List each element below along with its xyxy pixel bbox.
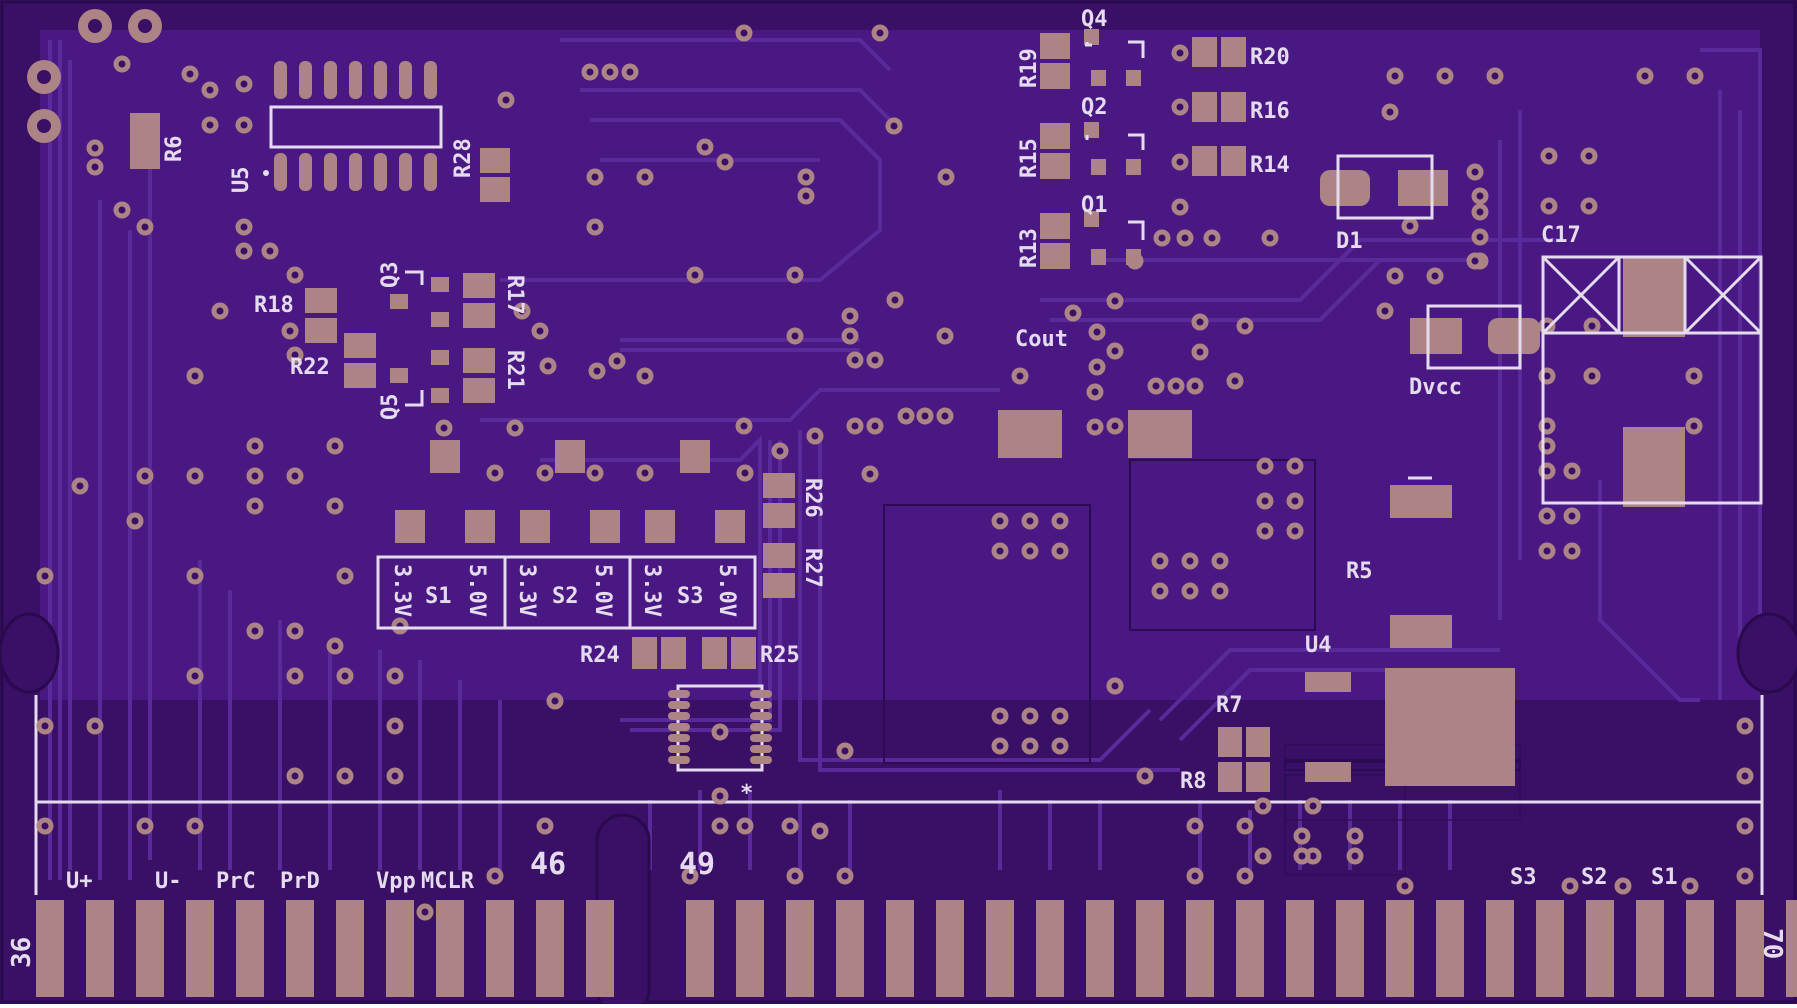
label-r26: R26 (800, 478, 825, 518)
u5-chip (263, 61, 443, 191)
label-prd: PrD (280, 869, 320, 894)
label-s2-50v: 5.0V (590, 564, 615, 617)
crystal-chip (668, 684, 772, 772)
label-r16: R16 (1250, 99, 1290, 124)
label-s3-50v: 5.0V (714, 564, 739, 617)
smd-pads (130, 29, 1685, 792)
label-u5: U5 (229, 167, 254, 194)
label-q3: Q3 (378, 262, 403, 289)
label-s1-50v: 5.0V (464, 564, 489, 617)
label-pin46: 46 (530, 847, 566, 882)
traces (48, 38, 1762, 880)
label-cout: Cout (1015, 327, 1068, 352)
label-r25: R25 (760, 643, 800, 668)
label-c17: C17 (1541, 223, 1581, 248)
label-uminus: U- (155, 869, 182, 894)
label-pin36: 36 (7, 937, 37, 968)
label-mclr: MCLR (421, 869, 475, 894)
label-dvcc: Dvcc (1409, 375, 1462, 400)
label-r21: R21 (502, 350, 527, 390)
label-r7: R7 (1216, 693, 1243, 718)
label-s2b: S2 (1581, 865, 1608, 890)
label-s2: S2 (552, 584, 579, 609)
label-r18: R18 (254, 293, 294, 318)
label-r19: R19 (1017, 48, 1042, 88)
label-r15: R15 (1017, 138, 1042, 178)
label-r5: R5 (1346, 559, 1373, 584)
vias (36, 24, 1754, 921)
label-r17: R17 (502, 275, 527, 315)
label-s2-33v: 3.3V (514, 564, 539, 617)
label-s1b: S1 (1651, 865, 1678, 890)
label-r20: R20 (1250, 45, 1290, 70)
label-s3b: S3 (1510, 865, 1537, 890)
label-star: * (740, 781, 753, 806)
label-r14: R14 (1250, 153, 1290, 178)
silkscreen-text: U5 R6 R28 Q4 R19 R20 Q2 R15 R16 R14 Q1 R… (7, 7, 1787, 968)
silkscreen-outlines (376, 40, 1763, 630)
label-s3-33v: 3.3V (639, 564, 664, 617)
mounting-holes (27, 9, 162, 143)
edge-connector-fingers (36, 900, 1797, 997)
label-s1: S1 (425, 584, 452, 609)
label-vpp: Vpp (376, 869, 416, 894)
label-q2: Q2 (1081, 95, 1108, 120)
label-r22: R22 (290, 355, 330, 380)
label-r27: R27 (800, 548, 825, 588)
label-r6: R6 (162, 136, 187, 163)
label-r13: R13 (1017, 228, 1042, 268)
label-prc: PrC (216, 869, 256, 894)
label-r8: R8 (1180, 769, 1207, 794)
label-q5: Q5 (378, 394, 403, 421)
label-u4: U4 (1305, 633, 1332, 658)
label-q4: Q4 (1081, 7, 1108, 32)
label-uplus: U+ (66, 869, 93, 894)
label-q1: Q1 (1081, 193, 1108, 218)
label-s1-33v: 3.3V (389, 564, 414, 617)
label-r28: R28 (451, 138, 476, 178)
label-s3: S3 (677, 584, 704, 609)
label-r24: R24 (580, 643, 620, 668)
label-pin49: 49 (679, 847, 715, 882)
label-d1: D1 (1336, 229, 1363, 254)
label-pin70: 70 (1757, 928, 1787, 959)
